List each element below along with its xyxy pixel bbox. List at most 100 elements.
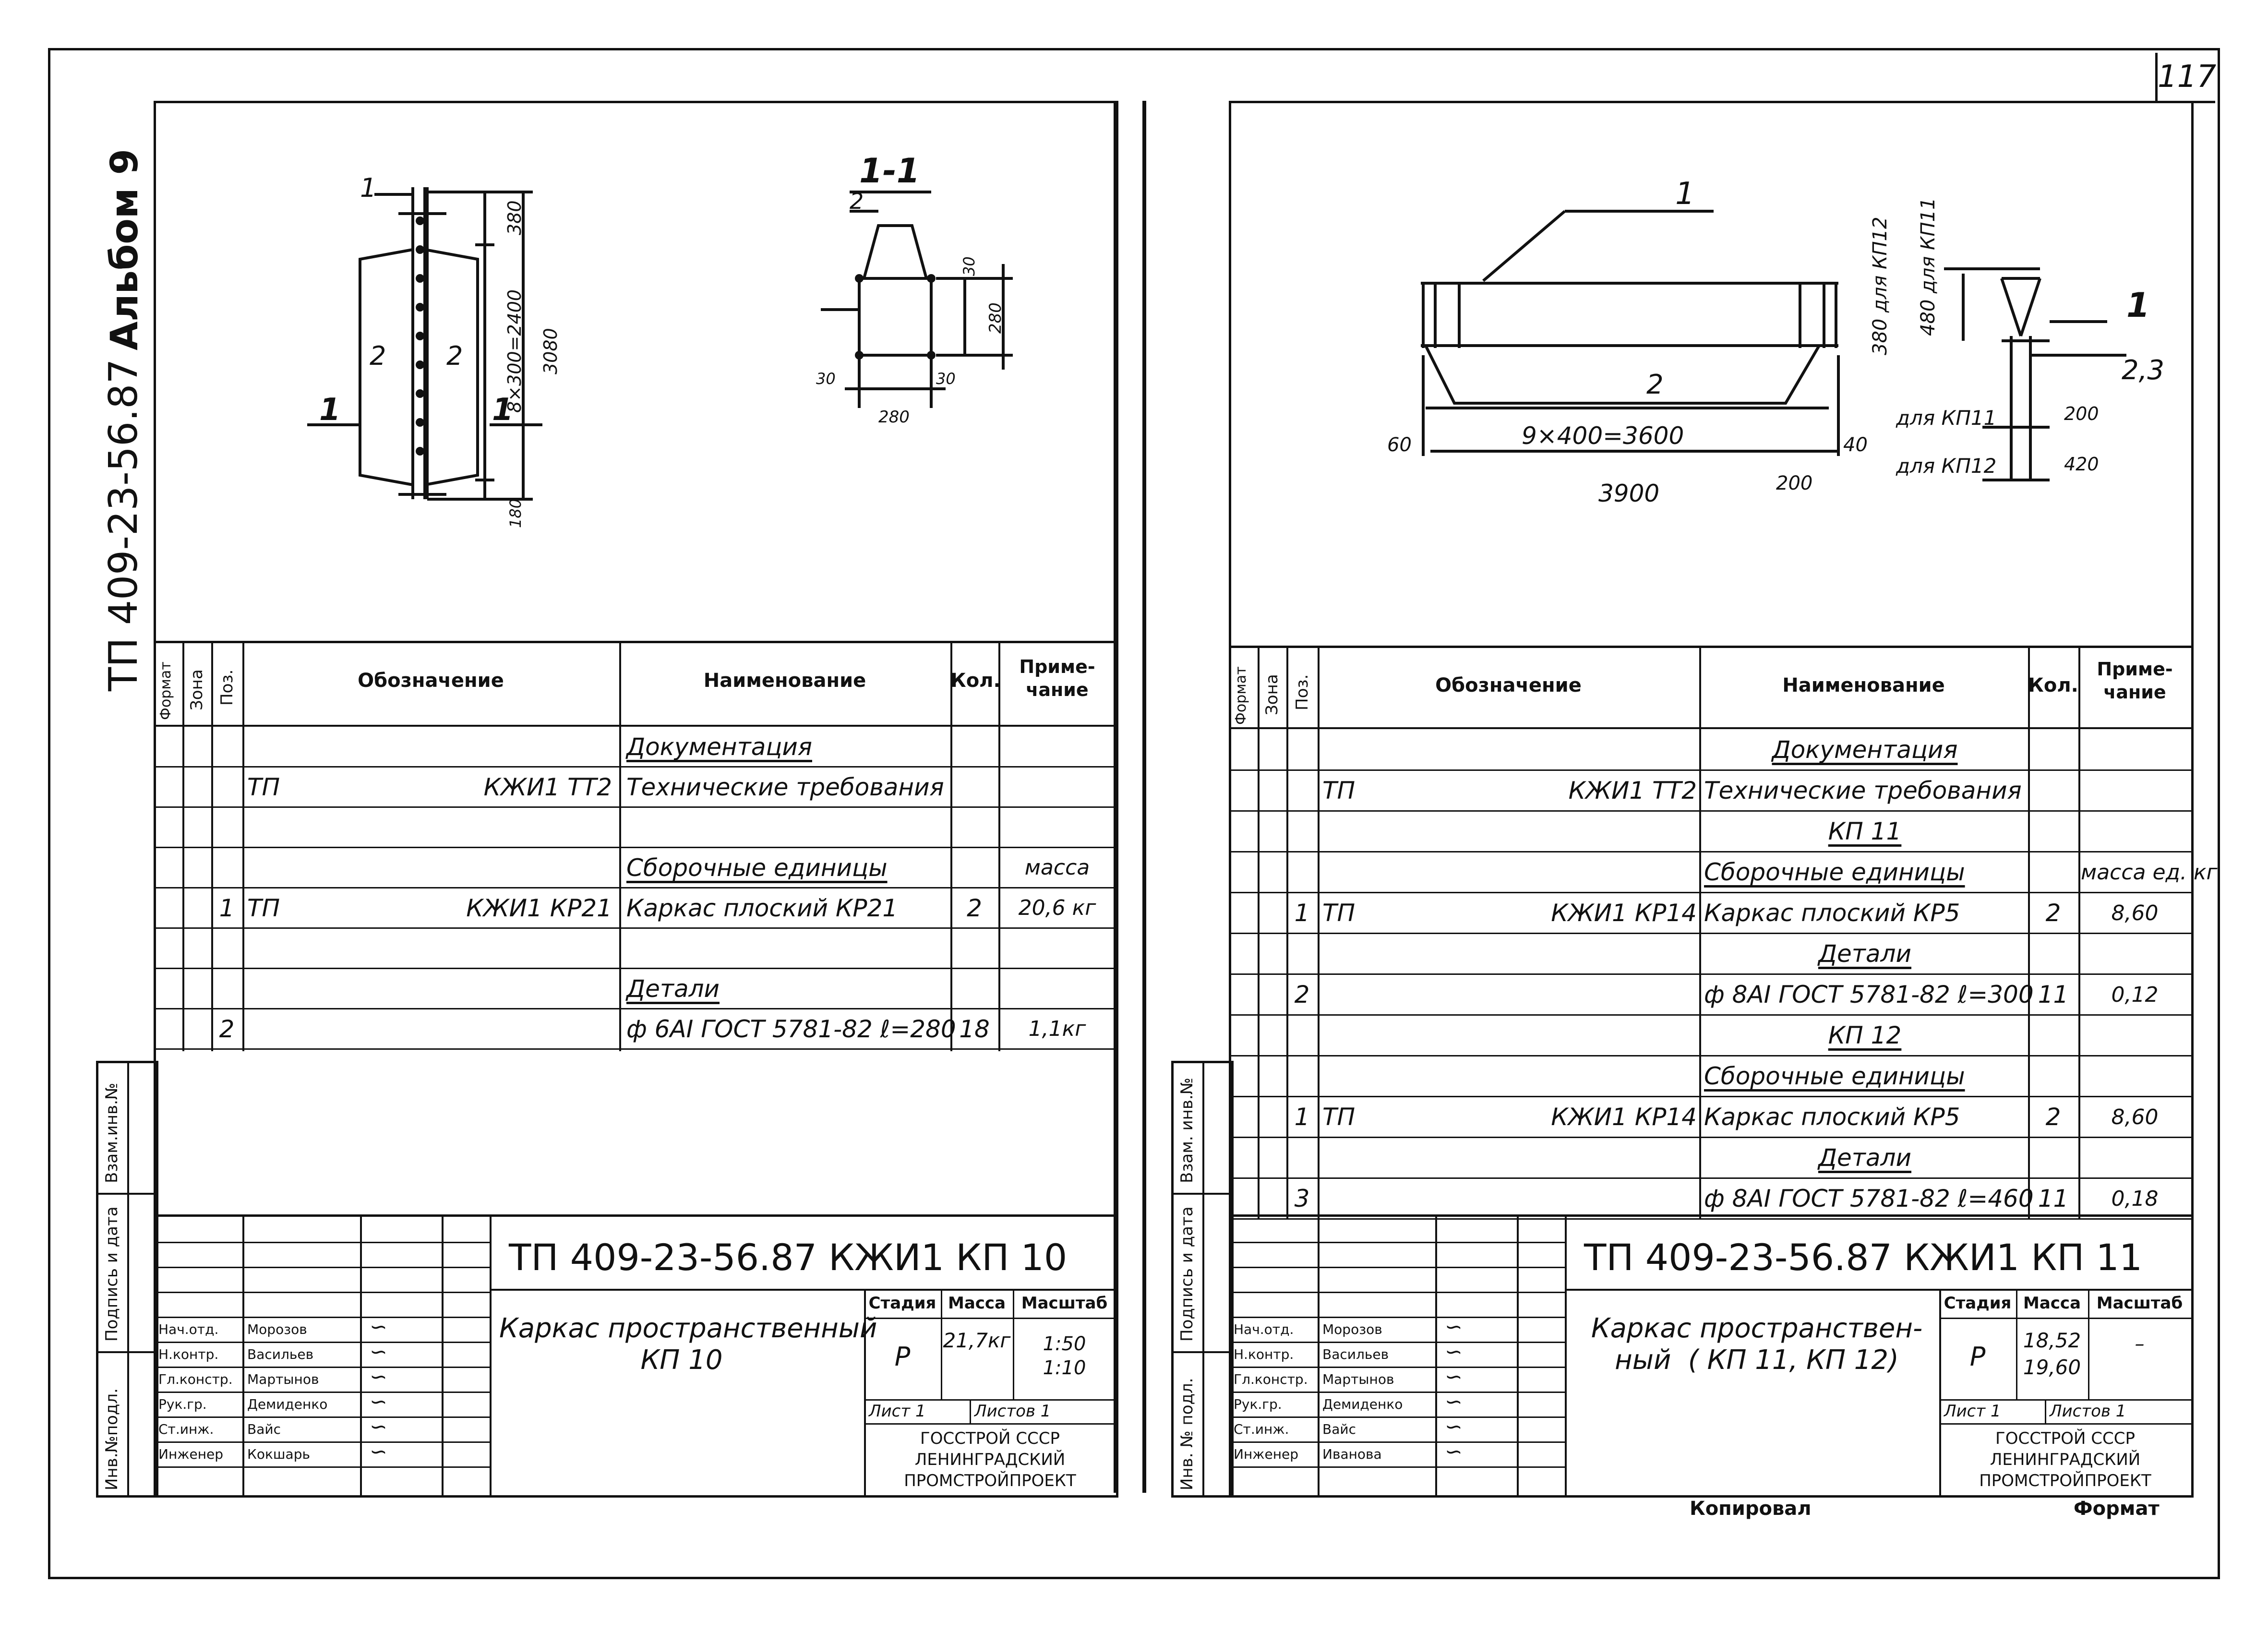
right-leader-2: 2 [1646, 369, 1664, 400]
spec-name: Документация [626, 733, 812, 761]
spec-qty: 2 [967, 894, 982, 922]
scale-value: 1:50 1:10 [1043, 1333, 1086, 1379]
person-name: Иванова [1322, 1446, 1382, 1462]
doc-code: ТП 409-23-56.87 КЖИ1 КП 11 [1584, 1236, 2143, 1279]
person-name: Вайс [1322, 1421, 1356, 1437]
person-role: Рук.гр. [158, 1396, 207, 1412]
spec-name: Документация [1772, 736, 1958, 764]
hdr-name: Наименование [703, 670, 866, 692]
spec-pos: 1 [1294, 899, 1310, 927]
footer-copied: Копировал [1690, 1498, 1812, 1520]
person-name: Мартынов [247, 1371, 319, 1387]
spec-name: Сборочные единицы [1704, 1062, 1965, 1090]
spec-qty: 2 [2045, 899, 2061, 927]
spec-name: Каркас плоский КР5 [1704, 1103, 1960, 1131]
center-divider [1114, 101, 1117, 1493]
stage-value: Р [1969, 1342, 1986, 1372]
person-role: Рук.гр. [1234, 1396, 1282, 1412]
r-hdr-designation: Обозначение [1435, 674, 1582, 696]
spec-name: Каркас плоский КР21 [626, 894, 898, 922]
signature: ∽ [370, 1315, 387, 1339]
stage-header: Стадия [1944, 1294, 2012, 1313]
spec-designation-code: КЖИ1 КР21 [466, 894, 612, 922]
right-section-1: 1 [2126, 286, 2150, 325]
section-label: 1-1 [859, 151, 920, 191]
signature: ∽ [1445, 1390, 1463, 1414]
mass-value: 18,52 19,60 [2023, 1329, 2081, 1379]
spec-note: масса ед. кг [2081, 860, 2218, 885]
mass-header: Масса [2023, 1294, 2081, 1313]
scale-value: – [2135, 1333, 2145, 1355]
r-hdr-name: Наименование [1782, 674, 1945, 696]
right-stamp-sign: Подпись и дата [1177, 1206, 1197, 1342]
right-spec-table: Формат Зона Поз. Обозначение Наименовани… [1229, 646, 2218, 1220]
right-dim-200a: 200 [1776, 472, 1812, 494]
person-name: Демиденко [1322, 1396, 1403, 1412]
signature: ∽ [370, 1365, 387, 1389]
person-role: Инженер [1234, 1446, 1299, 1462]
spec-pos: 2 [1294, 981, 1310, 1008]
person-role: Гл.констр. [1234, 1371, 1308, 1387]
person-role: Нач.отд. [1234, 1321, 1294, 1337]
spec-name: Технические требования [626, 773, 944, 801]
person-name: Морозов [1322, 1321, 1382, 1337]
sheet-title: Каркас пространствен- ный ( КП 11, КП 12… [1591, 1313, 1923, 1376]
right-leader-1: 1 [1675, 176, 1695, 212]
left-dim-30a: 30 [960, 256, 978, 276]
spec-designation-code: КЖИ1 ТТ2 [483, 773, 612, 801]
side-code: ТП 409-23-56.87 [101, 359, 146, 691]
scale-header: Масштаб [1021, 1294, 1108, 1313]
left-dim-180: 180 [506, 499, 525, 528]
left-side-stamps: Взам.инв.№ Подпись и дата Инв.№подл. [96, 1061, 158, 1498]
spec-qty: 11 [2038, 1185, 2069, 1212]
stage-header: Стадия [868, 1294, 936, 1313]
person-name: Васильев [1322, 1346, 1389, 1362]
spec-note: 0,18 [2111, 1187, 2159, 1211]
sheet-number: Лист 1 [1944, 1402, 2001, 1421]
signature: ∽ [1445, 1440, 1463, 1464]
spec-pos: 1 [1294, 1103, 1310, 1131]
spec-note: 1,1кг [1028, 1017, 1086, 1041]
person-role: Ст.инж. [158, 1421, 214, 1437]
person-role: Инженер [158, 1446, 224, 1462]
r-hdr-format: Формат [1233, 666, 1249, 725]
right-dim-60: 60 [1387, 434, 1412, 456]
spec-note: масса [1024, 855, 1090, 880]
hdr-zone: Зона [187, 669, 206, 710]
r-hdr-note: Приме- чание [2097, 659, 2173, 703]
spec-note: 0,12 [2111, 983, 2159, 1007]
left-dim-30b: 30 [816, 370, 836, 388]
spec-name: КП 12 [1828, 1021, 1902, 1049]
hdr-note: Приме- чание [1019, 656, 1095, 700]
left-dim-280v: 280 [986, 302, 1005, 334]
spec-qty: 2 [2045, 1103, 2061, 1131]
signature: ∽ [1445, 1315, 1463, 1339]
person-role: Н.контр. [1234, 1346, 1294, 1362]
right-sheet-frame [1229, 101, 2194, 1498]
left-spec-table: Формат Зона Поз. Обозначение Наименовани… [154, 641, 1116, 1051]
spec-designation-prefix: ТП [1322, 1103, 1356, 1131]
right-dim-420: 420 [2064, 454, 2099, 475]
person-name: Демиденко [247, 1396, 328, 1412]
spec-qty: 11 [2038, 981, 2069, 1008]
page-number: 117 [2155, 53, 2216, 103]
spec-name: Технические требования [1704, 777, 2022, 804]
person-name: Мартынов [1322, 1371, 1394, 1387]
left-leader-2a: 2 [370, 341, 386, 371]
right-dim-480: 480 для КП11 [1917, 198, 1939, 336]
signature: ∽ [370, 1415, 387, 1439]
spec-designation-code: КЖИ1 КР14 [1551, 1103, 1697, 1131]
sheets-count: Листов 1 [974, 1402, 1051, 1421]
spec-note: 8,60 [2111, 1105, 2159, 1129]
right-for-kp12: для КП12 [1896, 454, 1996, 478]
left-section-mark-a: 1 [319, 392, 341, 428]
spec-designation-code: КЖИ1 КР14 [1551, 899, 1697, 927]
organization: ГОССТРОЙ СССР ЛЕНИНГРАДСКИЙ ПРОМСТРОЙПРО… [1979, 1429, 2151, 1490]
r-hdr-pos: Поз. [1293, 674, 1312, 710]
sheet-number: Лист 1 [869, 1402, 926, 1421]
spec-name: Сборочные единицы [1704, 858, 1965, 886]
spec-pos: 1 [219, 894, 235, 922]
spec-name: Детали [626, 975, 720, 1003]
left-section-mark-b: 1 [492, 392, 514, 428]
